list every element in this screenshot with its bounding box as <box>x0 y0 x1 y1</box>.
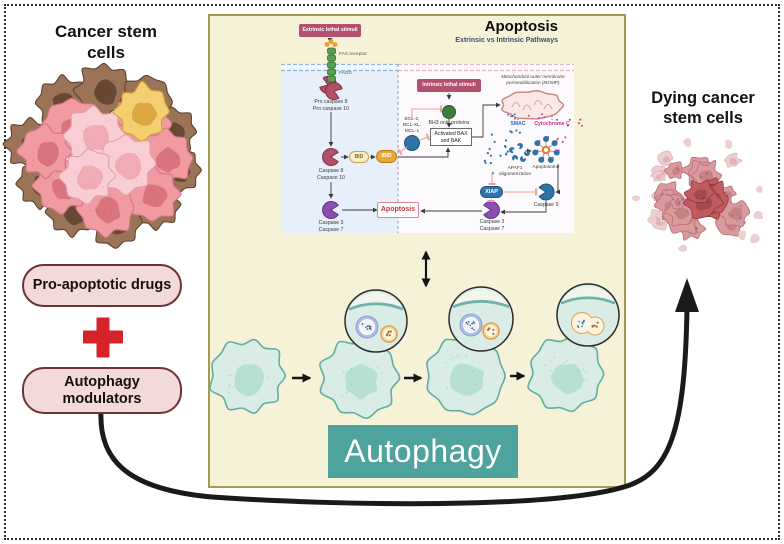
fas-receptor-icon <box>324 39 338 83</box>
autophagy-modulators-pill: Autophagy modulators <box>22 367 182 414</box>
label-caspase-3-7-right: Caspase 3 Caspase 7 <box>479 219 505 232</box>
label-bcl2: BCL-2, BCL-XL, MCL-1 <box>402 117 422 134</box>
label-apoptosome: Apoptosome <box>532 165 560 170</box>
xiap-node: XIAP <box>480 186 503 198</box>
label-momp: Mitochondrial outer membrane permeabiliz… <box>501 74 565 85</box>
apoptosis-title-block: Apoptosis Extrinsic vs Intrinsic Pathway… <box>408 18 558 44</box>
apoptosis-subtitle: Extrinsic vs Intrinsic Pathways <box>455 36 558 44</box>
bax-bak-box: Activated BAX and BAK <box>430 128 472 146</box>
label-caspase-3-7-left: Caspase 3 Caspase 7 <box>318 220 344 233</box>
apoptosis-title: Apoptosis <box>484 18 558 35</box>
apoptosis-result-badge: Apoptosis <box>377 202 419 218</box>
dying-cancer-stem-cells-title: Dying cancer stem cells <box>651 89 755 128</box>
plus-icon <box>83 317 123 358</box>
dying-cell-cluster <box>631 138 764 252</box>
label-bh3: BH3 only proteins <box>428 120 470 126</box>
cancer-stem-cells-title: Cancer stem cells <box>54 22 158 62</box>
tbid-node: tBID <box>376 150 397 163</box>
magnifier-inset-3 <box>556 283 620 347</box>
label-fas-receptor: FAS receptor <box>339 52 367 57</box>
curved-feedback-arrow-icon <box>98 278 699 507</box>
pro-apoptotic-drugs-pill: Pro-apoptotic drugs <box>22 264 182 307</box>
autophagy-label-box: Autophagy <box>328 425 518 478</box>
label-caspase-9: Caspase 9 <box>533 202 559 208</box>
extrinsic-stimuli-badge: Extrinsic lethal stimuli <box>299 24 361 37</box>
autophagy-cell-1 <box>209 338 286 414</box>
cancer-stem-cell-cluster <box>2 62 202 249</box>
label-apaf1: APAF1 oligomerization <box>498 166 532 177</box>
label-caspase-8-10: Caspase 8 Caspase 10 <box>317 168 345 181</box>
bid-node: BID <box>349 151 369 163</box>
magnifier-inset-1 <box>344 289 408 353</box>
label-fadd: FADD <box>339 71 352 76</box>
autophagy-cell-3 <box>426 333 506 416</box>
dotted-frame <box>4 4 780 540</box>
apoptosome-icon <box>508 136 560 163</box>
label-pro-caspase: Pro caspase 8 Pro caspase 10 <box>312 99 350 112</box>
autophagy-cell-2 <box>319 338 401 420</box>
intrinsic-stimuli-badge: Intrinsic lethal stimuli <box>417 79 481 92</box>
mitochondria-icon <box>501 90 565 120</box>
label-smac: SMAC <box>510 121 526 127</box>
magnifier-inset-2 <box>448 286 514 352</box>
autophagy-cell-4 <box>527 336 605 413</box>
label-cytochrome-c: Cytochrome C <box>534 121 570 127</box>
